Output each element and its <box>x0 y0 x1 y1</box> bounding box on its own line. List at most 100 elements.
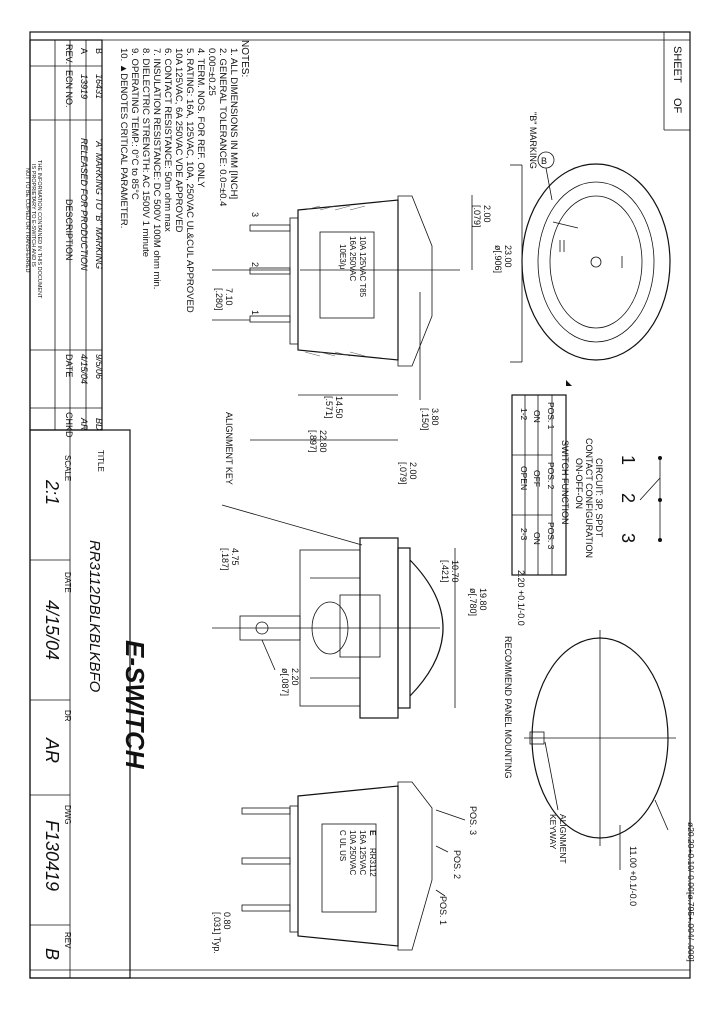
revision-value: B <box>42 948 62 960</box>
sheet-label: SHEET OF <box>671 46 683 114</box>
svg-text:ON-OFF-ON: ON-OFF-ON <box>574 458 584 509</box>
svg-text:10A 250VAC: 10A 250VAC <box>348 830 357 875</box>
terminal <box>249 267 291 275</box>
svg-text:AR: AR <box>42 737 62 763</box>
svg-text:RR3112DBLKBLKBFO: RR3112DBLKBLKBFO <box>86 540 103 693</box>
svg-text:E-SWITCH: E-SWITCH <box>120 640 150 770</box>
svg-text:ON: ON <box>532 532 542 545</box>
svg-text:THE INFORMATION CONTAINED IN T: THE INFORMATION CONTAINED IN THIS DOCUME… <box>36 160 42 299</box>
svg-text:2.00: 2.00 <box>408 462 418 480</box>
drawn-by-value: AR <box>42 737 62 763</box>
dimension-label: 10.70 [.421] <box>440 560 460 583</box>
note-line: 6. CONTACT RESISTANCE: 50m ohm max <box>162 48 173 232</box>
svg-text:ALIGNMENT: ALIGNMENT <box>558 814 568 864</box>
svg-text:10.70: 10.70 <box>450 560 460 583</box>
svg-text:RELEASED FOR PRODUCTION: RELEASED FOR PRODUCTION <box>79 138 89 271</box>
side-view: 10A 125VAC T85 16A 250VAC 10E3/μ 3 2 1 2… <box>212 195 492 546</box>
svg-text:[.031] Typ.: [.031] Typ. <box>212 912 222 954</box>
svg-text:1-2: 1-2 <box>519 408 529 421</box>
drawing-number: F130419 <box>42 820 62 891</box>
notes-title: NOTES: <box>239 40 250 77</box>
svg-text:POS. 2: POS. 2 <box>452 850 462 879</box>
svg-text:ALIGNMENT KEY: ALIGNMENT KEY <box>224 412 234 485</box>
title-block: TITLE E-SWITCH RR3112DBLKBLKBFO SCALE 2:… <box>29 429 150 979</box>
svg-text:[.897]: [.897] <box>308 430 318 453</box>
svg-text:1: 1 <box>250 310 260 315</box>
svg-text:7.10: 7.10 <box>224 288 234 306</box>
svg-text:F130419: F130419 <box>42 820 62 891</box>
svg-text:3: 3 <box>618 533 638 543</box>
dimension-label: 2.20 ø[.087] <box>280 668 300 696</box>
svg-text:16431: 16431 <box>94 74 104 99</box>
svg-text:ø[.906]: ø[.906] <box>493 245 503 273</box>
svg-text:4.75: 4.75 <box>230 548 240 566</box>
svg-text:23.00: 23.00 <box>503 245 513 268</box>
circuit-diagram: 1 2 3 CIRCUIT: 3P, SPDT CONTACT CONFIGUR… <box>511 380 662 576</box>
dimension-label: 2.20 +0.1/-0.0 <box>516 570 526 626</box>
svg-text:OF: OF <box>671 98 683 114</box>
rating-label: 10A 125VAC T85 16A 250VAC 10E3/μ <box>338 236 367 298</box>
svg-text:16A 250VAC: 16A 250VAC <box>348 236 357 281</box>
svg-text:ø[.087]: ø[.087] <box>280 668 290 696</box>
svg-text:SHEET: SHEET <box>671 46 683 83</box>
part-number: RR3112DBLKBLKBFO <box>86 540 103 693</box>
note-line: 10. ▲DENOTES CRITICAL PARAMETER. <box>118 48 129 228</box>
dimension-label: 2.00 [.079] <box>398 462 418 485</box>
svg-text:DESCRIPTION: DESCRIPTION <box>64 199 74 261</box>
svg-text:[.079]: [.079] <box>472 205 482 228</box>
svg-text:[.150]: [.150] <box>420 408 430 431</box>
svg-text:16A 125VAC: 16A 125VAC <box>358 830 367 875</box>
svg-text:POS. 1: POS. 1 <box>546 402 556 430</box>
svg-text:11.00 +0.1/-0.0: 11.00 +0.1/-0.0 <box>628 846 638 906</box>
svg-text:13919: 13919 <box>79 74 89 99</box>
svg-text:[.571]: [.571] <box>324 396 334 419</box>
dimension-label: 23.00 ø[.906] <box>493 245 513 273</box>
svg-text:OPEN: OPEN <box>519 466 529 490</box>
marking-label: "B" MARKING <box>528 112 538 169</box>
svg-text:2.20: 2.20 <box>290 668 300 686</box>
svg-text:SCALE: SCALE <box>63 455 72 481</box>
dimension-label: 11.00 +0.1/-0.0 <box>628 846 638 906</box>
svg-text:SWITCH FUNCTION: SWITCH FUNCTION <box>560 440 570 525</box>
svg-text:ø[.780]: ø[.780] <box>468 588 478 616</box>
svg-text:B: B <box>541 156 547 166</box>
company-logo: E-SWITCH <box>120 640 150 770</box>
svg-text:RECOMMEND PANEL MOUNTING: RECOMMEND PANEL MOUNTING <box>503 636 513 779</box>
svg-text:E: E <box>368 830 378 836</box>
svg-text:RR3112: RR3112 <box>368 848 377 877</box>
svg-text:[.421]: [.421] <box>440 560 450 583</box>
svg-text:2: 2 <box>250 262 260 267</box>
svg-text:[.187]: [.187] <box>220 548 230 571</box>
svg-text:DATE: DATE <box>64 354 74 377</box>
svg-text:NOT TO BE COPIED OR TRANSFERRE: NOT TO BE COPIED OR TRANSFERRED <box>24 168 30 272</box>
note-line: 2. GENERAL TOLERANCE: 0.0=±0.4 <box>217 48 228 206</box>
note-line: 4. TERM. NOS. FOR REF. ONLY <box>195 48 206 188</box>
dimension-label: 19.80 ø[.780] <box>468 588 488 616</box>
note-line: 10A 125VAC, 6A 250VAC VDE APPROVED <box>173 48 184 233</box>
svg-text:ON: ON <box>532 410 542 423</box>
svg-text:2: 2 <box>618 493 638 503</box>
note-line: 5. RATING: 16A, 125VAC, 10A, 250VAC UL&C… <box>184 48 195 313</box>
dimension-label: 2.00 [.079] <box>472 205 492 228</box>
svg-text:"A" MARKING TO "B" MARKING: "A" MARKING TO "B" MARKING <box>94 138 104 269</box>
svg-text:BD: BD <box>94 418 104 431</box>
note-line: 0.00=±0.25 <box>206 48 217 96</box>
svg-text:19.80: 19.80 <box>478 588 488 611</box>
svg-text:4/15/04: 4/15/04 <box>42 600 62 660</box>
panel-mounting-view: 2.20 +0.1/-0.0 RECOMMEND PANEL MOUNTING … <box>503 570 696 962</box>
dimension-label: 0.80 [.031] Typ. <box>212 912 232 954</box>
terminal <box>249 315 291 323</box>
svg-text:3.80: 3.80 <box>430 408 440 426</box>
date-value: 4/15/04 <box>42 600 62 660</box>
svg-text:"B" MARKING: "B" MARKING <box>528 112 538 169</box>
svg-text:2.20 +0.1/-0.0: 2.20 +0.1/-0.0 <box>516 570 526 626</box>
svg-text:0.80: 0.80 <box>222 912 232 930</box>
svg-text:OFF: OFF <box>532 470 542 487</box>
terminal <box>249 224 291 232</box>
svg-text:IS PROPRIETARY TO E-SWITCH AND: IS PROPRIETARY TO E-SWITCH AND IS <box>30 164 36 267</box>
svg-text:REV.: REV. <box>64 44 74 64</box>
terminal <box>241 904 291 912</box>
dimension-label: 22.80 [.897] <box>308 430 328 453</box>
alignment-key-label: ALIGNMENT KEY <box>224 412 234 485</box>
